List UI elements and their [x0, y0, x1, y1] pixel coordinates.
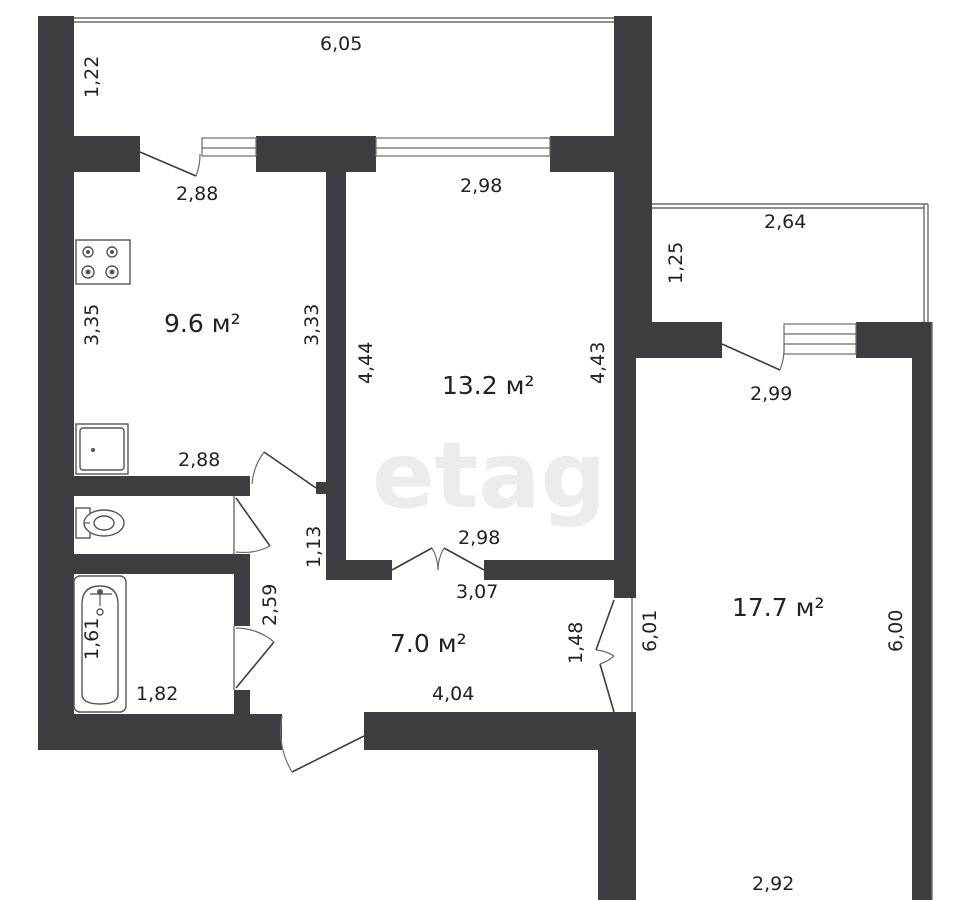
- area-labels: 9.6 м² 13.2 м² 17.7 м² 7.0 м²: [164, 309, 825, 658]
- door-right-balcony: [721, 343, 781, 371]
- area-middle-room: 13.2 м²: [442, 371, 535, 400]
- windows: [201, 137, 857, 712]
- wall-hall-right-stub: [614, 580, 636, 598]
- dim-kitchen-top: 2,88: [176, 183, 218, 205]
- dim-balcony-top-width: 6,05: [320, 33, 362, 55]
- dim-hall-bottom: 4,04: [432, 683, 474, 705]
- door-entrance-arc: [280, 715, 293, 773]
- wall-kitchen-bottom: [38, 476, 250, 496]
- door-kitchen: [263, 451, 317, 489]
- door-right-balcony-arc: [779, 343, 785, 371]
- wall-kitchen-stub: [316, 482, 346, 494]
- sink-icon: [75, 423, 129, 475]
- door-middle-right: [443, 547, 485, 571]
- window-right-room: [783, 323, 857, 355]
- dim-middle-bottom: 2,98: [458, 527, 500, 549]
- dim-middle-right: 4,43: [587, 342, 609, 384]
- window-middle-room: [375, 137, 551, 157]
- dim-right-room-top: 2,99: [750, 383, 792, 405]
- wall-middle-right-lower: [614, 356, 636, 598]
- wall-bottom-right: [364, 712, 636, 750]
- door-kitchen-balcony: [139, 151, 197, 177]
- wall-kitchen-top-mid: [256, 136, 376, 172]
- area-kitchen: 9.6 м²: [164, 309, 241, 338]
- dimension-labels: 6,05 1,22 2,88 3,35 3,33 2,88 2,98 4,44 …: [81, 33, 907, 895]
- wall-bottom-left: [38, 714, 282, 750]
- door-middle-arc-left: [431, 547, 439, 571]
- bathtub-icon: [73, 575, 127, 713]
- window-kitchen: [201, 137, 257, 157]
- dim-bath-left: 1,61: [81, 618, 103, 660]
- dim-kitchen-right: 3,33: [301, 304, 323, 346]
- door-kitchen-arc: [251, 451, 265, 485]
- door-right-arc: [595, 649, 615, 665]
- dim-middle-left: 4,44: [355, 342, 377, 384]
- dim-right-room-right: 6,00: [885, 610, 907, 652]
- door-right-room-top: [595, 599, 615, 651]
- door-bath: [235, 641, 275, 689]
- door-right-room-bottom: [599, 663, 615, 713]
- area-right-room: 17.7 м²: [732, 593, 825, 622]
- dim-wc-corridor: 1,13: [303, 526, 325, 568]
- dim-right-room-bottom: 2,92: [752, 873, 794, 895]
- dim-balcony-right-depth: 1,25: [665, 242, 687, 284]
- toilet-icon: [75, 507, 125, 539]
- door-bath-arc: [235, 627, 275, 643]
- wall-middle-bottom-right: [484, 560, 634, 580]
- dim-hall-left: 2,59: [259, 584, 281, 626]
- watermark-logo: etagi: [372, 422, 638, 529]
- stove-icon: [75, 239, 131, 285]
- wall-partition-kitchen-room: [326, 172, 346, 572]
- wall-bath-right-top: [234, 554, 250, 626]
- fixtures: [73, 239, 131, 713]
- wall-middle-right: [614, 136, 652, 356]
- dim-hall-top: 3,07: [456, 581, 498, 603]
- dim-kitchen-bottom: 2,88: [178, 449, 220, 471]
- dim-balcony-right-width: 2,64: [764, 211, 806, 233]
- wall-middle-bottom-left: [326, 560, 392, 580]
- door-wc: [235, 497, 271, 547]
- area-hall: 7.0 м²: [390, 629, 467, 658]
- wall-wc-bath: [38, 554, 250, 574]
- door-kitchen-balcony-arc: [195, 153, 201, 177]
- door-middle-arc-right: [437, 547, 445, 571]
- door-wc-arc: [235, 545, 271, 554]
- wall-kitchen-top-left: [38, 136, 140, 172]
- wall-right-outer: [912, 322, 932, 900]
- wall-lower-column: [598, 712, 636, 900]
- dim-bath-bottom: 1,82: [136, 683, 178, 705]
- dim-middle-top: 2,98: [460, 175, 502, 197]
- dim-balcony-top-depth: 1,22: [81, 56, 103, 98]
- door-entrance: [291, 735, 365, 773]
- doors: [139, 151, 785, 773]
- dim-right-room-left: 6,01: [639, 610, 661, 652]
- wall-right-room-top-left: [614, 322, 722, 358]
- dim-hall-right: 1,48: [565, 622, 587, 664]
- wall-left-outer: [38, 16, 74, 750]
- walls: [38, 16, 932, 900]
- door-middle-left: [391, 547, 433, 571]
- balconies: [74, 17, 933, 900]
- wall-bath-right-bottom: [234, 690, 250, 720]
- dim-kitchen-left: 3,35: [81, 304, 103, 346]
